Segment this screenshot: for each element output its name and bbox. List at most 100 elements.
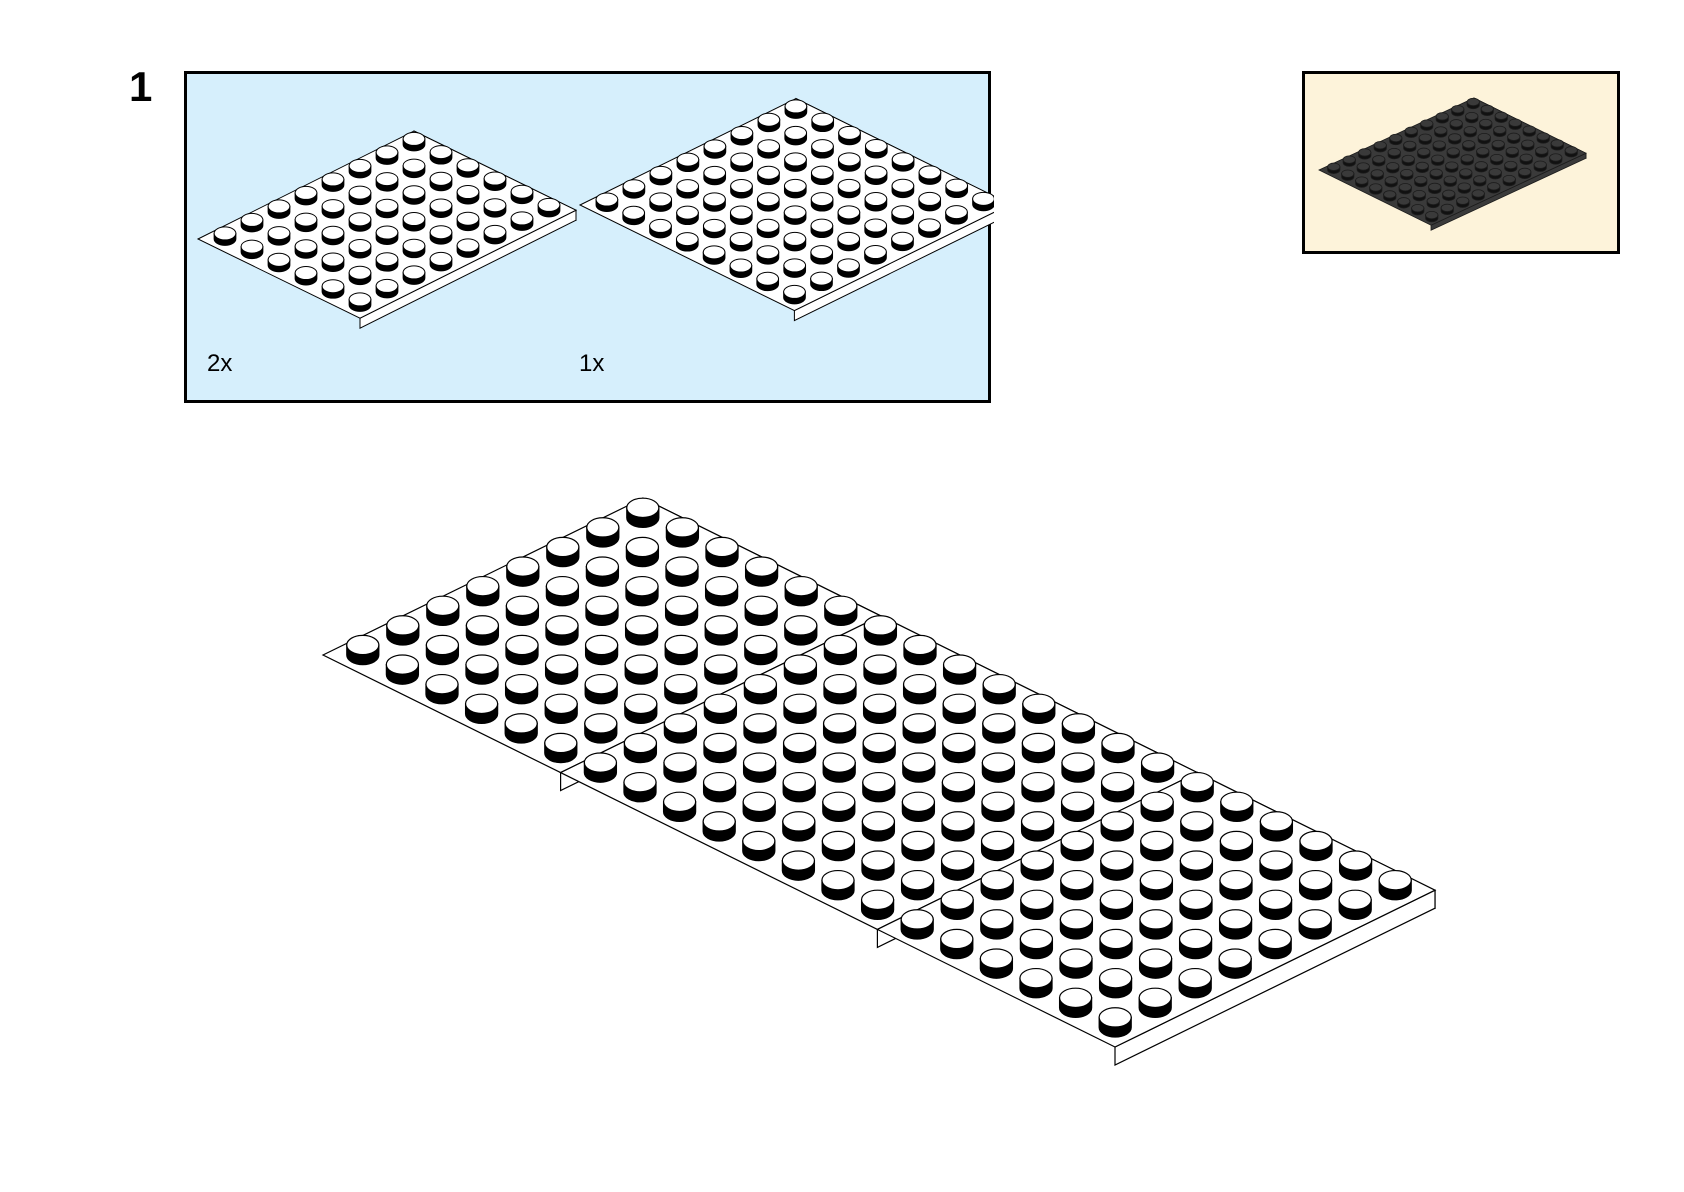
- part-plate-8x8-stud: [891, 178, 915, 199]
- preview-model-stud: [1490, 153, 1504, 166]
- assembly-plate-3-stud: [1100, 811, 1134, 842]
- assembly-plate-1-stud: [465, 654, 499, 685]
- part-plate-8x8-stud: [784, 125, 808, 146]
- assembly-plate-3-stud: [1299, 830, 1333, 862]
- assembly-plate-2-stud: [981, 791, 1015, 823]
- assembly-plate-3-stud: [1178, 928, 1213, 960]
- assembly-plate-2-stud: [663, 752, 697, 783]
- part-plate-8x8-stud: [918, 218, 941, 238]
- assembly-plate-1-stud: [385, 654, 420, 685]
- assembly-plate-3: [876, 771, 1437, 1066]
- assembly-plate-2-stud: [743, 713, 777, 744]
- assembly-plate-2-stud: [903, 634, 937, 666]
- preview-model-stud: [1449, 119, 1463, 131]
- assembly-plate-2-stud: [623, 771, 657, 803]
- part-plate-8x8-stud: [837, 205, 861, 225]
- assembly-plate-3-stud: [1059, 909, 1094, 940]
- part-plate-8x8-stud: [891, 231, 914, 252]
- assembly-plate-2-stud: [1061, 713, 1096, 744]
- assembly-plate-2-stud: [862, 771, 896, 803]
- part-plate-8x8-stud: [837, 231, 861, 252]
- part-plate-8x8-stud: [837, 258, 860, 278]
- part-plate-6x8-stud: [456, 184, 480, 205]
- assembly-plate-2-stud: [861, 811, 896, 842]
- assembly-plate-1-stud: [544, 732, 578, 764]
- model-preview-panel: [1302, 71, 1620, 254]
- assembly-plate-3-top: [876, 771, 1437, 1048]
- assembly-plate-2-stud: [742, 791, 776, 823]
- part-plate-6x8-stud: [375, 278, 399, 299]
- preview-model-stud: [1370, 169, 1384, 181]
- assembly-plate-1-stud: [544, 654, 579, 685]
- part-plate-8x8-stud: [756, 192, 780, 212]
- assembly-plate-3-stud: [1020, 850, 1054, 881]
- assembly-plate-1-stud: [585, 556, 620, 587]
- assembly-plate-2-stud: [782, 811, 816, 842]
- preview-model-stud: [1415, 161, 1429, 174]
- preview-model-stud: [1476, 147, 1490, 159]
- part-plate-8x8-stud: [676, 205, 699, 225]
- part-plate-8x8-stud: [675, 232, 699, 252]
- preview-model-stud: [1521, 139, 1535, 151]
- preview-model-stud: [1442, 189, 1456, 201]
- assembly-plate-3-stud: [1099, 889, 1134, 921]
- assembly-plate-1-stud: [504, 713, 538, 744]
- preview-model-stud: [1398, 183, 1412, 195]
- assembly-plate-1-stud: [744, 556, 779, 587]
- assembly-plate-1-stud: [545, 615, 579, 646]
- assembly-plate-1-stud: [506, 556, 540, 587]
- assembly-plate-2-stud: [1060, 791, 1095, 823]
- assembly-plate-3-side-front: [1114, 889, 1436, 1066]
- part-plate-8x8-stud: [891, 152, 915, 172]
- assembly-plate-3-stud: [1259, 811, 1294, 842]
- preview-model-stud: [1327, 162, 1341, 174]
- assembly-plate-3-stud: [980, 869, 1014, 901]
- part-plate-8x8-stud: [945, 205, 968, 225]
- assembly-plate-2-stud: [1020, 811, 1055, 842]
- assembly-plate-2: [559, 614, 1199, 949]
- part-plate-6x8-stud: [375, 198, 399, 219]
- assembly-plate-1-stud: [584, 713, 618, 744]
- part-plate-8x8-stud: [783, 258, 807, 278]
- assembly-plate-2-stud: [982, 713, 1016, 744]
- preview-model-stud: [1425, 210, 1439, 223]
- part-plate-6x8-stud: [348, 238, 372, 259]
- preview-model-stud: [1457, 182, 1471, 194]
- preview-model-stud: [1428, 182, 1442, 195]
- preview-model-stud: [1518, 167, 1532, 180]
- preview-model-stud: [1451, 105, 1465, 117]
- preview-model-stud: [1426, 196, 1440, 209]
- preview-model-stud: [1493, 125, 1507, 138]
- part-plate-6x8-stud: [483, 171, 507, 191]
- preview-model-stud: [1564, 146, 1578, 158]
- assembly-plate-3-stud: [1219, 869, 1253, 901]
- part-plate-6x8-stud: [321, 279, 345, 299]
- assembly-plate-1-stud: [784, 615, 818, 646]
- assembly-plate-1-stud: [665, 556, 699, 587]
- part-plate-8x8-stud: [945, 178, 969, 198]
- assembly-plate-2-stud: [823, 634, 858, 666]
- part-plate-8x8-stud: [784, 99, 808, 119]
- preview-model-stud: [1536, 132, 1550, 144]
- part-plate-6x8-stud: [321, 172, 345, 192]
- preview-model-stud: [1456, 196, 1470, 208]
- preview-model-stud: [1471, 189, 1485, 201]
- assembly-plate-3-stud: [1140, 791, 1174, 823]
- assembly-plate-3-stud: [1219, 830, 1254, 862]
- part-plate-8x8-stud: [837, 178, 861, 199]
- assembly-plate-3-stud: [900, 909, 934, 940]
- assembly-plate-2-stud: [902, 673, 937, 705]
- part-plate-8x8-stud: [811, 139, 834, 159]
- assembly-plate-1-stud: [625, 536, 660, 568]
- part-quantity-plate-6x8: 2x: [207, 350, 233, 377]
- assembly-plate-1-stud: [704, 615, 738, 646]
- assembly-plate-1-stud: [504, 673, 539, 705]
- part-plate-8x8-stud: [676, 152, 700, 172]
- assembly-plate-3-stud: [1218, 909, 1253, 940]
- part-plate-8x8-stud: [729, 205, 753, 225]
- part-plate-6x8-stud: [321, 252, 345, 272]
- preview-model-stud: [1389, 133, 1403, 146]
- assembly-plate-2-stud: [860, 889, 895, 921]
- assembly-plate-3-stud: [1258, 928, 1292, 960]
- preview-model-stud: [1522, 125, 1536, 137]
